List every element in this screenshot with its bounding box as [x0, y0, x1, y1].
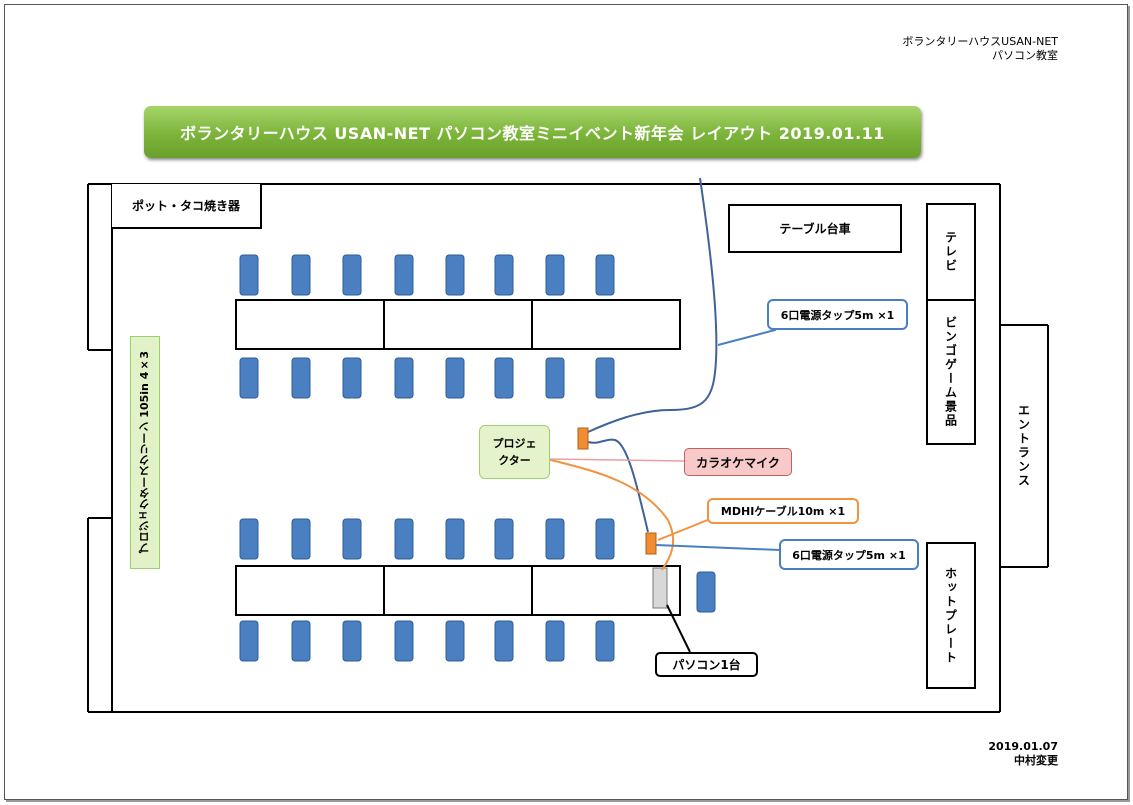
chair [696, 571, 716, 613]
callout-leader-hdmi [657, 516, 716, 541]
chair [545, 357, 565, 399]
projector: プロジェ クター [479, 425, 550, 479]
power-cable-main [587, 177, 718, 433]
chair [394, 357, 414, 399]
table-bottom-2 [383, 565, 533, 616]
chair [494, 518, 514, 560]
chair [342, 357, 362, 399]
chair [595, 357, 615, 399]
chair [445, 357, 465, 399]
table-top-3 [531, 299, 681, 350]
hot-plate-label: ホットプレート [943, 566, 958, 665]
chair [342, 518, 362, 560]
hdmi-cable [546, 458, 674, 571]
pc-callout-label: パソコン1台 [672, 658, 741, 672]
chair [239, 357, 259, 399]
callout-power-tap-bottom: 6口電源タップ5m ×1 [779, 539, 919, 570]
chair [494, 620, 514, 662]
footer: 2019.01.07 中村変更 [988, 740, 1058, 768]
callout-hdmi-cable-label: MDHIケーブル10m ×1 [720, 505, 846, 518]
power-tap-top [577, 427, 589, 450]
chair [494, 254, 514, 296]
header-org-line2: パソコン教室 [992, 49, 1058, 62]
chair [445, 254, 465, 296]
tables [235, 299, 681, 616]
tv-label: テレビ [943, 231, 958, 273]
callout-hdmi-cable: MDHIケーブル10m ×1 [707, 498, 859, 524]
pc-callout: パソコン1台 [655, 652, 758, 677]
pot-takoyaki-station: ポット・タコ焼き器 [112, 184, 262, 229]
chair [394, 518, 414, 560]
chair [291, 620, 311, 662]
entrance: エントランス [1000, 325, 1048, 567]
callout-leader-bottom [655, 544, 781, 551]
callout-power-tap-top: 6口電源タップ5m ×1 [767, 299, 908, 330]
chair [291, 357, 311, 399]
callout-power-tap-bottom-label: 6口電源タップ5m ×1 [792, 548, 906, 562]
chair [239, 254, 259, 296]
projector-label-line2: クター [498, 454, 531, 467]
chair [445, 620, 465, 662]
pc-laptop [652, 567, 668, 609]
table-top-2 [383, 299, 533, 350]
chair [494, 357, 514, 399]
header-org: ボランタリーハウスUSAN-NET パソコン教室 [902, 35, 1058, 63]
chair [545, 518, 565, 560]
chair [394, 254, 414, 296]
pc-leader-line [666, 604, 691, 653]
tv: テレビ [926, 203, 976, 301]
table-cart: テーブル台車 [728, 204, 902, 253]
projector-screen-label: プロジェクタースクリーン 105in 4×3 [138, 351, 151, 554]
chair [342, 620, 362, 662]
karaoke-mic-label: カラオケマイク [696, 455, 780, 470]
chair [595, 518, 615, 560]
chair [239, 620, 259, 662]
chair [595, 254, 615, 296]
page-title: ボランタリーハウス USAN-NET パソコン教室ミニイベント新年会 レイアウト… [180, 124, 885, 143]
table-top-1 [235, 299, 385, 350]
pot-takoyaki-label: ポット・タコ焼き器 [131, 199, 240, 213]
chair [394, 620, 414, 662]
chair [595, 620, 615, 662]
footer-author: 中村変更 [1014, 754, 1058, 767]
chair [342, 254, 362, 296]
power-tap-bottom [645, 532, 657, 555]
power-cables [587, 177, 718, 533]
bingo-prizes-label: ビンゴゲーム景品 [943, 316, 958, 428]
projector-label-line1: プロジェ [492, 437, 537, 450]
title-banner: ボランタリーハウス USAN-NET パソコン教室ミニイベント新年会 レイアウト… [144, 106, 921, 158]
chair [545, 254, 565, 296]
entrance-label: エントランス [1016, 404, 1031, 488]
karaoke-mic: カラオケマイク [684, 448, 792, 476]
table-cart-label: テーブル台車 [779, 222, 851, 236]
room-walls [87, 183, 1049, 713]
projector-screen: プロジェクタースクリーン 105in 4×3 [130, 336, 160, 569]
bingo-prizes: ビンゴゲーム景品 [926, 299, 976, 445]
mic-line [546, 458, 685, 462]
page-frame [4, 4, 1128, 800]
header-org-line1: ボランタリーハウスUSAN-NET [902, 35, 1058, 48]
table-bottom-1 [235, 565, 385, 616]
callout-power-tap-top-label: 6口電源タップ5m ×1 [780, 308, 895, 322]
chair [445, 518, 465, 560]
chair [291, 254, 311, 296]
chair [545, 620, 565, 662]
footer-date: 2019.01.07 [988, 740, 1058, 753]
chair [291, 518, 311, 560]
hot-plate: ホットプレート [926, 542, 976, 689]
power-cable-tap [587, 438, 649, 533]
chair [239, 518, 259, 560]
chairs [239, 254, 716, 662]
